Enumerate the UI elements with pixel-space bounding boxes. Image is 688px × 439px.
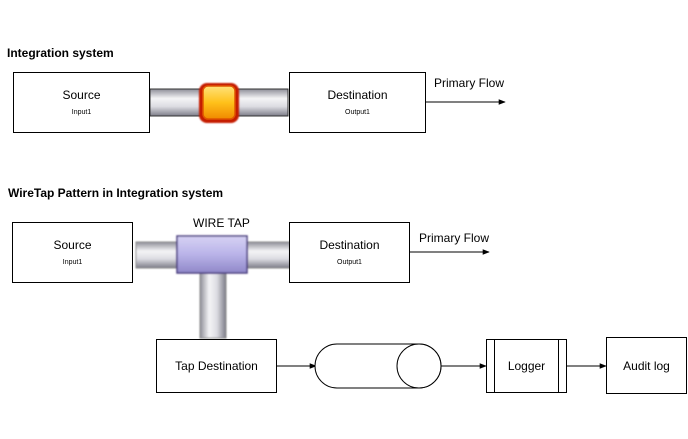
- section1-source-label: Source: [62, 88, 101, 102]
- audit-log-label: Audit log: [623, 358, 670, 373]
- tap-destination-label: Tap Destination: [175, 359, 258, 373]
- wiretap-junction: [176, 235, 248, 274]
- section1-destination-sub: Output1: [345, 109, 370, 116]
- logger-label: Logger: [507, 359, 546, 373]
- logger-box: Logger: [486, 339, 567, 393]
- logger-right-bar: [558, 340, 559, 392]
- section2-source-box: Source Input1: [12, 222, 133, 283]
- section2-flow-label: Primary Flow: [419, 231, 490, 245]
- wiretap-label: WIRE TAP: [193, 216, 250, 230]
- section2-source-label: Source: [53, 238, 92, 252]
- queue-cylinder: [314, 343, 442, 389]
- section2-destination-box: Destination Output1: [289, 222, 410, 283]
- section1-title: Integration system: [7, 46, 114, 60]
- section1-source-box: Source Input1: [13, 72, 150, 133]
- section2-source-sub: Input1: [62, 259, 83, 266]
- section2-destination-label: Destination: [319, 238, 380, 252]
- section2-vertical-pipe: [199, 269, 227, 339]
- section1-source-sub: Input1: [71, 109, 92, 116]
- section1-destination-box: Destination Output1: [289, 72, 426, 133]
- audit-log-box: Audit log: [606, 337, 687, 394]
- section1-flow-label: Primary Flow: [434, 76, 505, 90]
- section1-valve: [199, 83, 239, 123]
- section2-title: WireTap Pattern in Integration system: [8, 186, 224, 200]
- section2-destination-sub: Output1: [337, 259, 362, 266]
- tap-destination-box: Tap Destination: [156, 339, 277, 393]
- logger-left-bar: [494, 340, 495, 392]
- section1-destination-label: Destination: [327, 88, 388, 102]
